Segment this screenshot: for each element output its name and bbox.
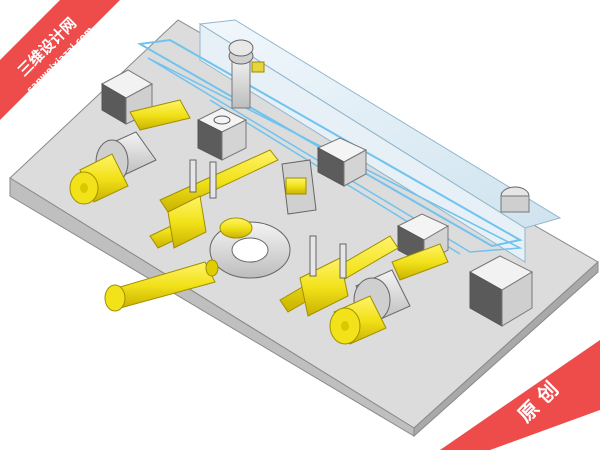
- top-knob: [228, 39, 265, 109]
- rear-block-left: [196, 107, 248, 161]
- left-cylinder: [69, 99, 191, 205]
- right-housing-knob: [500, 186, 530, 213]
- right-cylinder: [329, 243, 449, 345]
- right-clamp-rail: [279, 235, 399, 317]
- center-threaded-rod: [281, 159, 317, 215]
- lever-handle: [104, 217, 291, 312]
- rear-block-mid: [316, 137, 368, 187]
- left-clamp-rail: [149, 149, 279, 249]
- bottom-right-watermark-banner: 原 创: [440, 340, 600, 450]
- right-end-block: [468, 255, 534, 327]
